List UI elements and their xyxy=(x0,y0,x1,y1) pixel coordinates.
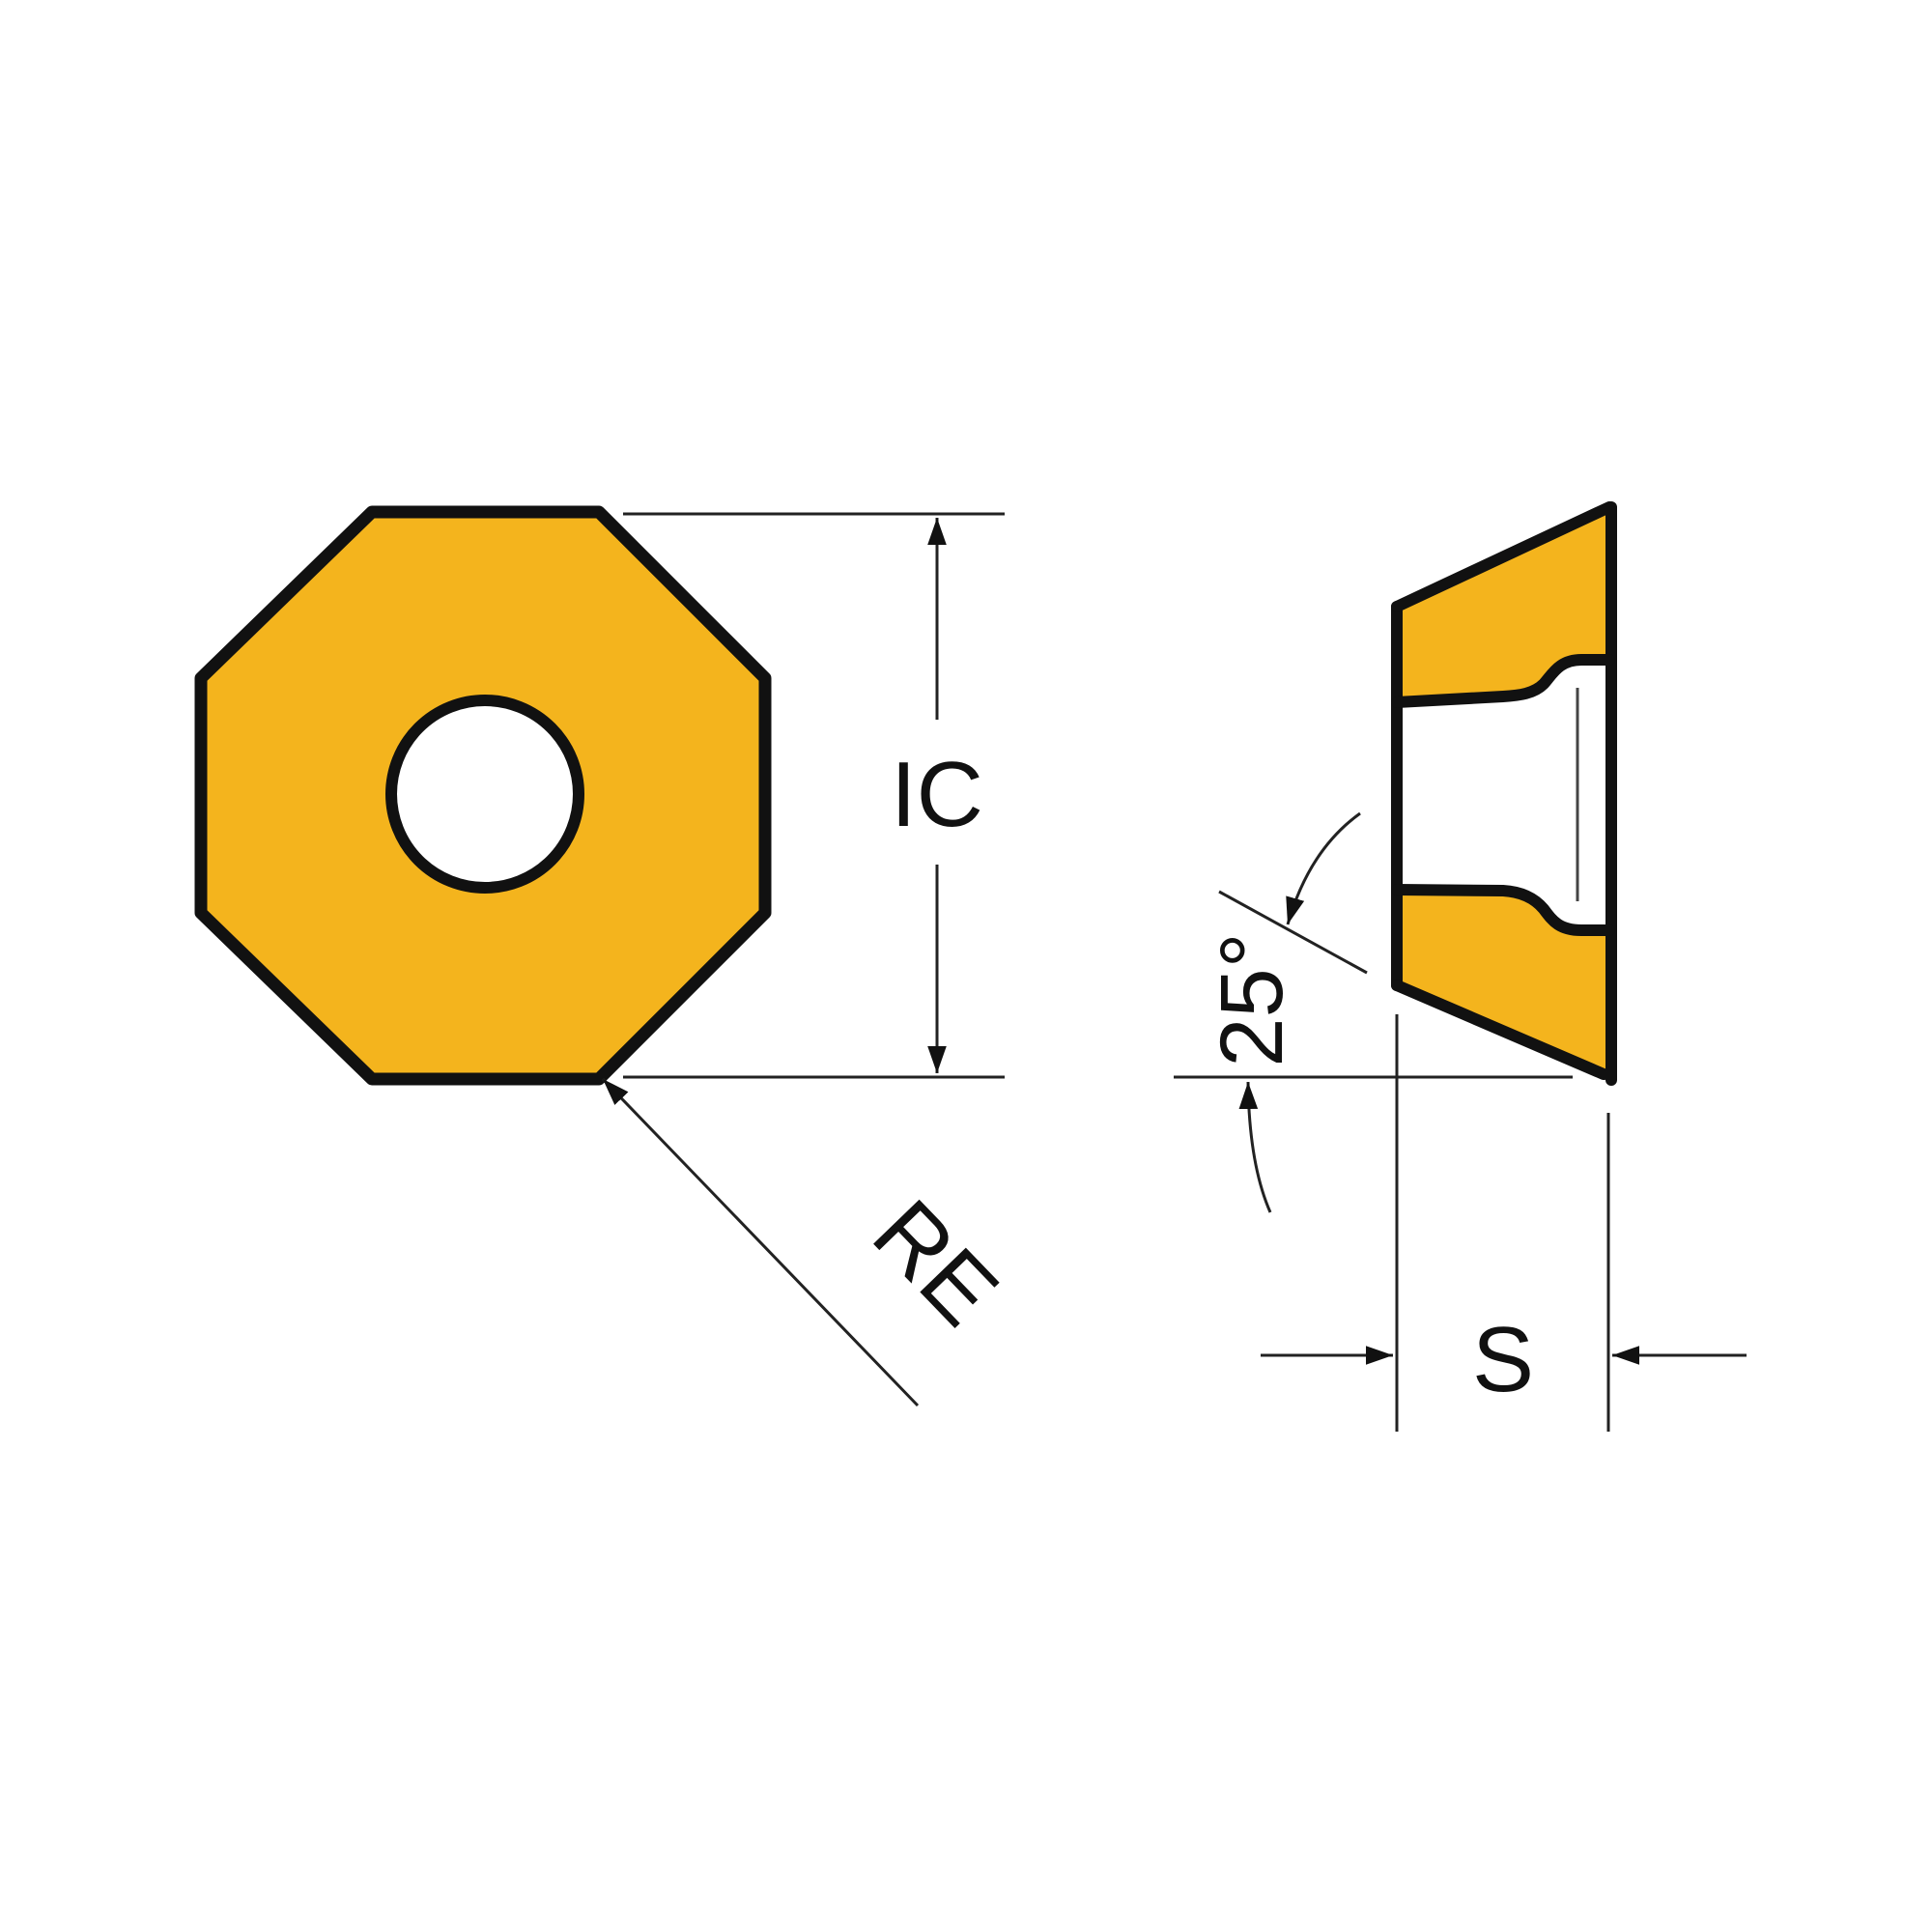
angle-reference-line xyxy=(1218,890,1368,975)
s-label: S xyxy=(1472,1308,1534,1411)
side-lower-section xyxy=(1397,890,1609,1075)
s-dimension xyxy=(1261,1014,1747,1432)
center-hole xyxy=(385,695,584,894)
re-leader xyxy=(601,1077,920,1407)
angle-arc-upper xyxy=(1286,811,1361,925)
insert-top-view xyxy=(194,505,772,1086)
ic-dimension xyxy=(623,512,1005,1079)
angle-label: 25° xyxy=(1203,932,1301,1066)
re-leader-line xyxy=(601,1077,920,1407)
re-label: RE xyxy=(854,1180,1018,1345)
insert-side-view xyxy=(1391,501,1617,1086)
ic-label: IC xyxy=(891,743,983,846)
angle-arc-lower xyxy=(1238,1081,1272,1213)
side-upper-section xyxy=(1397,507,1609,702)
angle-dimension xyxy=(1174,811,1573,1213)
